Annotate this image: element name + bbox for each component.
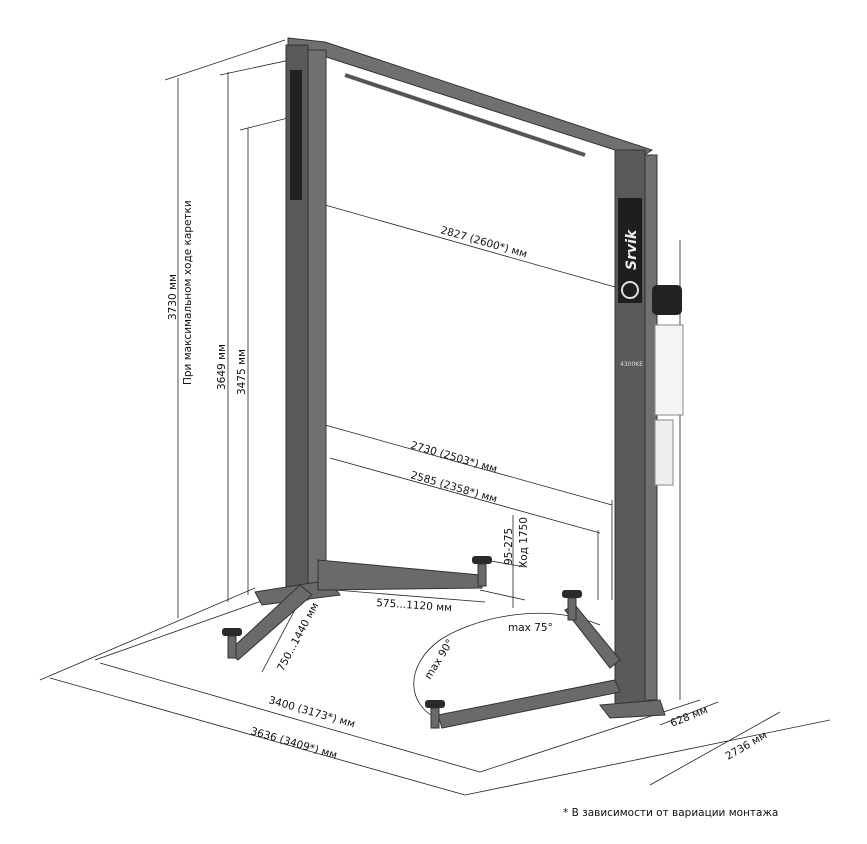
left-post [254,44,341,606]
dimension-lines [39,39,831,796]
logo-icon [621,281,639,299]
label-pickup-height: 95-275 [503,528,515,565]
label-overall-depth: 2736 мм [724,729,770,762]
label-short-arm-range: 575...1120 мм [376,597,453,614]
brand-panel [618,198,642,303]
label-base-width: 3400 (3173*) мм [267,694,356,730]
label-overall-width: 3636 (3409*) мм [249,725,338,761]
label-overall-height-note: При максимальном ходе каретки [182,200,194,385]
dimension-labels: 3730 мм При максимальном ходе каретки 36… [167,200,778,819]
label-arm-rotation-2: max 90° [422,637,456,681]
oil-tank [654,324,684,416]
label-height-3: 3475 мм [236,349,248,395]
label-overall-height: 3730 мм [167,274,179,320]
label-drive-through-width: 2585 (2358*) мм [409,469,498,505]
brand-logo: Srvik [624,228,640,270]
motor [652,285,682,315]
label-width-between-posts: 2730 (2503*) мм [409,439,498,475]
label-arm-rotation-1: max 75° [508,622,553,634]
left-arms [222,556,492,661]
label-post-depth: 628 мм [669,704,710,730]
model-label: 4300KE [620,361,643,368]
label-lift-travel: Ход 1750 [518,517,530,568]
footnote: * В зависимости от вариации монтажа [563,807,778,819]
label-clear-width-top: 2827 (2600*) мм [439,224,528,260]
right-post: Srvik 4300KE [599,149,684,719]
right-arms [425,590,621,729]
label-height-2: 3649 мм [216,344,228,390]
top-beam [287,37,654,159]
control-box [654,419,674,486]
